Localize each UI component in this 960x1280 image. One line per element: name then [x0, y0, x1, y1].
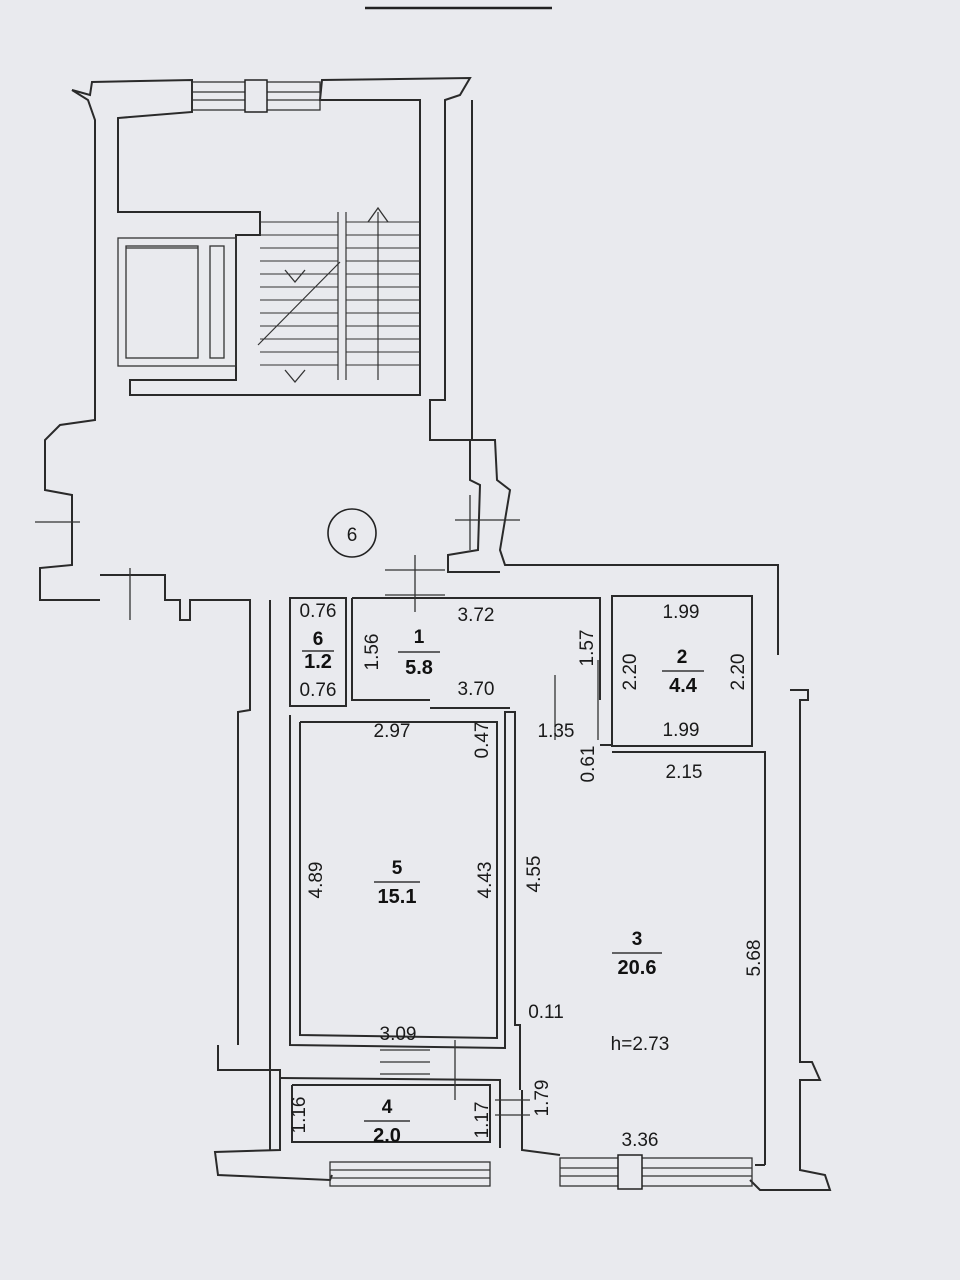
dim-hall-061: 0.61: [578, 746, 599, 783]
room-2-area: 4.4: [669, 675, 698, 697]
dim-r2-top: 1.99: [663, 602, 700, 623]
dim-r1-left: 1.56: [362, 634, 383, 671]
ceiling-height: h=2.73: [611, 1034, 670, 1055]
staircase-steps: [260, 212, 420, 380]
room-5-area: 15.1: [378, 886, 417, 908]
dim-hall-135: 1.35: [538, 721, 575, 742]
dim-door-047: 0.47: [472, 722, 493, 759]
staircase-label: 6: [347, 525, 358, 546]
dim-r5-top: 2.97: [374, 721, 411, 742]
dim-r5-left: 4.89: [306, 862, 327, 899]
dim-r2-right: 2.20: [728, 654, 749, 691]
dim-r3-top: 2.15: [666, 762, 703, 783]
room-6-area: 1.2: [304, 651, 332, 673]
dim-r3-right: 5.68: [744, 940, 765, 977]
dim-r1-bottom: 3.70: [458, 679, 495, 700]
dim-r3-wall: 0.11: [528, 1002, 564, 1023]
dim-r4-left: 1.16: [289, 1097, 310, 1134]
dim-r3-low: 1.79: [532, 1080, 553, 1117]
elevator-shaft: [117, 237, 237, 367]
dim-r6-top: 0.76: [300, 601, 337, 622]
dim-r5-right: 4.43: [475, 862, 496, 899]
room-3-number: 3: [632, 929, 643, 950]
bottom-window: [329, 1154, 753, 1190]
room-6-number: 6: [313, 629, 324, 650]
dim-r6-bottom: 0.76: [300, 680, 337, 701]
dim-r5-bottom: 3.09: [380, 1024, 417, 1045]
room-1-number: 1: [414, 627, 425, 648]
dimension-labels: 0.76 0.76 1.56 3.72 3.70 1.57 1.99 1.99 …: [289, 601, 765, 1151]
dim-r3-left: 4.55: [524, 856, 545, 893]
dim-r1-right: 1.57: [577, 630, 598, 667]
dim-r2-left: 2.20: [620, 654, 641, 691]
dim-r1-top: 3.72: [458, 605, 495, 626]
room-1-area: 5.8: [405, 657, 433, 679]
room-2-number: 2: [677, 647, 688, 668]
dim-r3-bottom: 3.36: [622, 1130, 659, 1151]
dim-r4-right: 1.17: [472, 1102, 493, 1139]
room-4-area: 2.0: [373, 1125, 401, 1147]
staircase-walls: [39, 76, 832, 1191]
apartment-walls: [269, 595, 766, 1166]
top-window: [191, 79, 321, 113]
room-5-number: 5: [392, 858, 403, 879]
dim-r2-bottom: 1.99: [663, 720, 700, 741]
staircase-circle: [327, 508, 377, 558]
stair-arrows: [257, 206, 389, 384]
door-markers: [35, 495, 599, 1116]
room-4-number: 4: [382, 1097, 393, 1118]
room-3-area: 20.6: [618, 957, 657, 979]
